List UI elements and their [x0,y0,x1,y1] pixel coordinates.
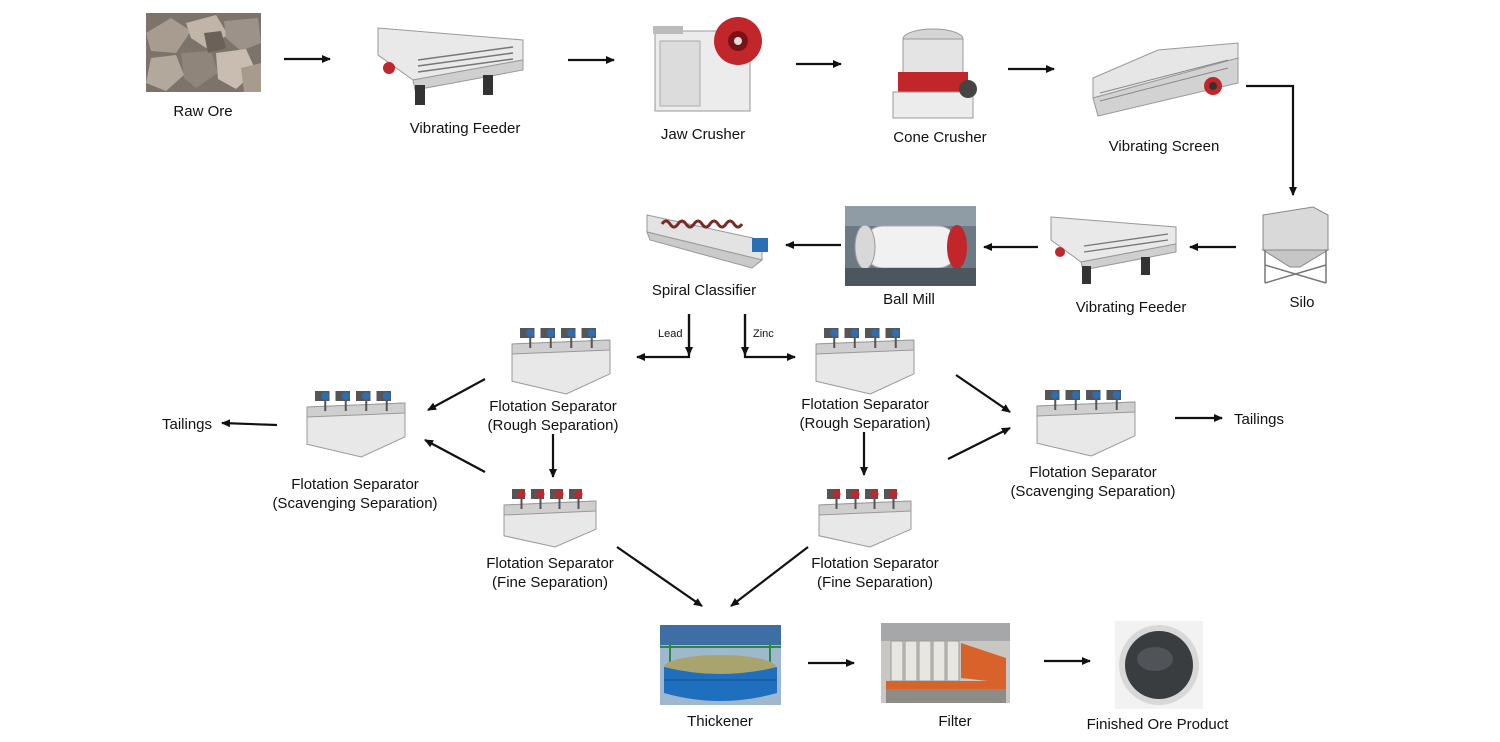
flotation-cell-icon [500,483,600,549]
vibrating-feeder-icon [373,20,531,108]
arrow-screen-to-silo [1246,84,1297,196]
vibrating-feeder-2-label: Vibrating Feeder [1075,299,1187,316]
lead-rough-label-2: (Rough Separation) [487,417,619,434]
lead-fine-label-1: Flotation Separator [486,555,614,572]
flotation-cell-icon [812,322,918,396]
zinc-rough-label-2: (Rough Separation) [799,415,931,432]
ball-mill-label: Ball Mill [883,291,935,308]
lead-fine-label-2: (Fine Separation) [492,574,608,591]
arrow-zinc-rough-to-scav [955,374,1011,413]
cone-crusher-icon [888,27,978,121]
jaw-crusher-label: Jaw Crusher [660,126,746,143]
jaw-crusher-icon [650,11,762,114]
thickener-label: Thickener [687,713,753,730]
tailings-left-label: Tailings [161,416,213,433]
tailings-right-label: Tailings [1233,411,1285,428]
arrow-zinc-fine-to-scav [947,427,1011,460]
vibrating-screen-icon [1088,38,1242,119]
zinc-rough-label-1: Flotation Separator [801,396,929,413]
lead-rough-label-1: Flotation Separator [489,398,617,415]
lead-branch-label: Lead [658,328,683,340]
silo-label: Silo [1289,294,1315,311]
finished-ore-image [1115,621,1203,709]
arrow-lead-rough-to-scav [427,378,486,411]
filter-label: Filter [938,713,972,730]
vibrating-feeder-1-label: Vibrating Feeder [409,120,521,137]
zinc-fine-label-2: (Fine Separation) [817,574,933,591]
raw-ore-image [146,13,261,92]
zinc-scav-label-1: Flotation Separator [1029,464,1157,481]
flotation-cell-icon [508,322,614,396]
lead-scav-label-1: Flotation Separator [291,476,419,493]
spiral-classifier-icon [642,210,772,270]
cone-crusher-label: Cone Crusher [893,129,987,146]
spiral-classifier-label: Spiral Classifier [651,282,757,299]
zinc-scav-label-2: (Scavenging Separation) [1010,483,1176,500]
arrow-zinc-fine-to-thickener [730,546,809,607]
silo-icon [1258,205,1332,285]
flotation-cell-icon [303,385,409,459]
flotation-cell-icon [1033,384,1139,458]
ball-mill-icon [845,206,976,286]
zinc-branch-label: Zinc [753,328,774,340]
raw-ore-label: Raw Ore [173,103,233,120]
arrow-lead-fine-to-thickener [616,546,703,607]
finished-ore-label: Finished Ore Product [1086,716,1229,733]
vibrating-screen-label: Vibrating Screen [1108,138,1220,155]
filter-image [881,623,1010,703]
thickener-image [660,625,781,705]
flotation-cell-icon [815,483,915,549]
vibrating-feeder-icon [1046,212,1182,288]
lead-scav-label-2: (Scavenging Separation) [272,495,438,512]
arrow-lead-scav-to-tailings [221,419,278,428]
zinc-fine-label-1: Flotation Separator [811,555,939,572]
arrow-lead-fine-to-scav [424,439,486,473]
